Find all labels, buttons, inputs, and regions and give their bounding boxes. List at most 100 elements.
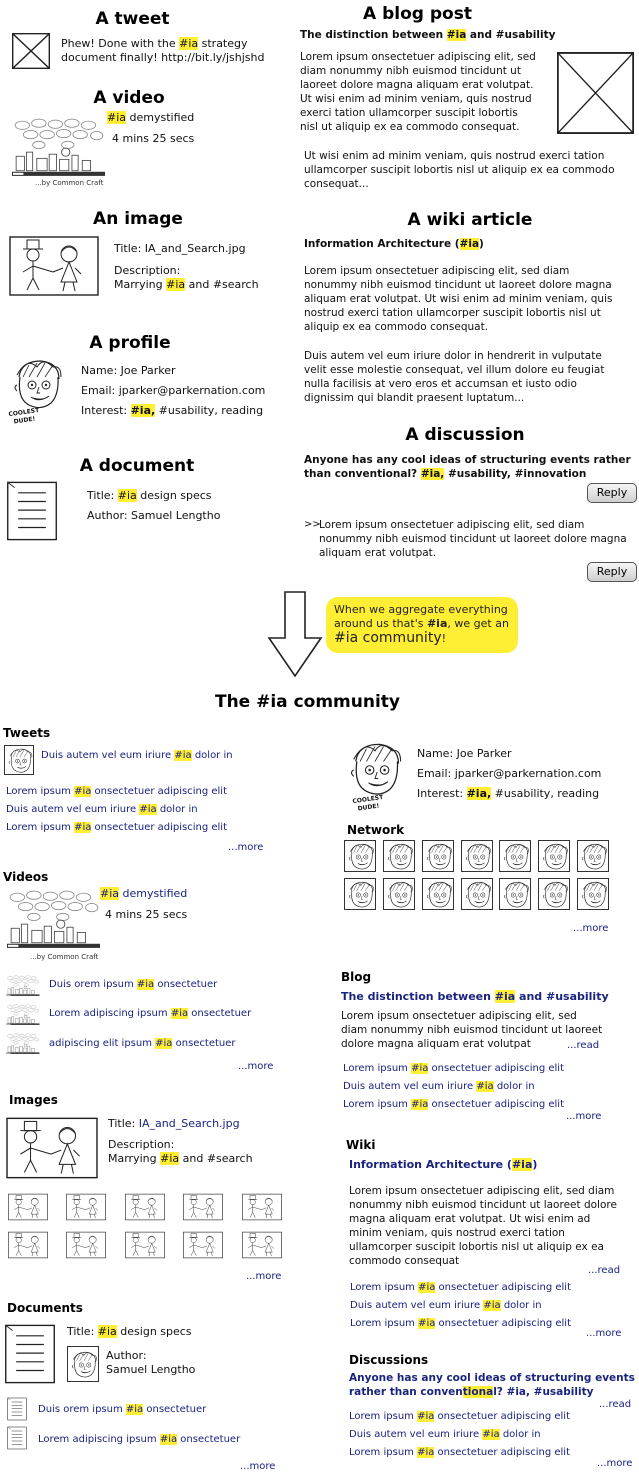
blog-more-link[interactable]: ...more (566, 1111, 602, 1122)
image-grid-thumbnail[interactable] (8, 1192, 48, 1222)
community-discussion-item[interactable]: Duis autem vel eum iriure #ia dolor in (349, 1429, 541, 1440)
blog-paragraph-1: Lorem ipsum onsectetuer adipiscing elit,… (300, 51, 536, 133)
image-grid-thumbnail[interactable] (125, 1230, 165, 1260)
image-description: Description:Marrying #ia and #search (114, 264, 259, 291)
avatar-face-icon[interactable] (4, 355, 70, 415)
network-avatar-icon (539, 879, 570, 910)
discussion-answer: Lorem ipsum onsectetuer adipiscing elit,… (319, 519, 627, 559)
image-thumbnail-icon[interactable] (9, 236, 99, 296)
network-avatar[interactable] (461, 840, 493, 872)
community-image-title[interactable]: Title: IA_and_Search.jpg (108, 1117, 240, 1130)
network-avatar[interactable] (538, 878, 570, 910)
community-avatar-face-icon[interactable] (340, 738, 410, 802)
community-tweet-item[interactable]: Duis autem vel eum iriure #ia dolor in (6, 804, 198, 815)
document-icon[interactable] (6, 479, 58, 543)
network-avatar[interactable] (383, 840, 415, 872)
wiki-more-link[interactable]: ...more (586, 1328, 622, 1339)
discussions-read-link[interactable]: ...read (599, 1399, 632, 1410)
image-grid-thumbnail[interactable] (242, 1192, 282, 1222)
video-mini-thumbnail-icon[interactable] (5, 1004, 41, 1026)
community-wiki-item[interactable]: Duis autem vel eum iriure #ia dolor in (350, 1300, 542, 1311)
tweet-placeholder-icon (12, 33, 50, 69)
discussions-more-link[interactable]: ...more (597, 1458, 633, 1469)
network-avatar[interactable] (499, 878, 531, 910)
community-video-item[interactable]: adipiscing elit ipsum #ia onsectetuer (49, 1038, 236, 1049)
image-grid-thumbnail[interactable] (8, 1230, 48, 1260)
community-wiki-title[interactable]: Information Architecture (#ia) (349, 1158, 538, 1171)
images-more-link[interactable]: ...more (246, 1271, 282, 1282)
network-more-link[interactable]: ...more (573, 923, 609, 934)
community-image-thumbnail-icon[interactable] (6, 1115, 98, 1181)
community-video-item[interactable]: Lorem adipiscing ipsum #ia onsectetuer (49, 1008, 252, 1019)
video-title[interactable]: #ia demystified (107, 111, 195, 124)
network-avatar[interactable] (344, 878, 376, 910)
avatar-caption: COOLEST DUDE! (8, 406, 40, 426)
blog-paragraph-2: Ut wisi enim ad minim veniam, quis nostr… (304, 150, 615, 190)
image-grid-thumbnail-icon (125, 1230, 165, 1260)
reply-button-2[interactable]: Reply (587, 562, 637, 582)
community-video-title[interactable]: #ia demystified (100, 887, 188, 900)
community-tweet-first[interactable]: Duis autem vel eum iriure #ia dolor in (41, 750, 233, 761)
wiki-title[interactable]: Information Architecture (#ia) (304, 238, 484, 250)
network-avatar[interactable] (461, 878, 493, 910)
community-blog-item[interactable]: Lorem ipsum #ia onsectetuer adipiscing e… (343, 1099, 565, 1110)
community-wiki-item[interactable]: Lorem ipsum #ia onsectetuer adipiscing e… (350, 1318, 572, 1329)
network-avatar[interactable] (422, 840, 454, 872)
network-avatar[interactable] (577, 878, 609, 910)
network-avatar[interactable] (383, 878, 415, 910)
community-blog-item[interactable]: Duis autem vel eum iriure #ia dolor in (343, 1081, 535, 1092)
community-discussion-item[interactable]: Lorem ipsum #ia onsectetuer adipiscing e… (349, 1411, 571, 1422)
document-mini-icon[interactable] (7, 1397, 27, 1421)
community-avatar-caption: COOLEST DUDE! (352, 793, 384, 813)
author-avatar[interactable] (67, 1346, 99, 1382)
image-grid-thumbnail[interactable] (242, 1230, 282, 1260)
video-thumbnail-icon[interactable] (10, 117, 107, 179)
reply-button-1[interactable]: Reply (587, 483, 637, 503)
community-video-thumbnail-icon[interactable] (6, 889, 101, 951)
community-document-icon[interactable] (4, 1322, 56, 1386)
community-tweet-item[interactable]: Lorem ipsum #ia onsectetuer adipiscing e… (6, 822, 228, 833)
blog-read-link[interactable]: ...read (567, 1040, 600, 1051)
video-mini-thumbnail-icon[interactable] (5, 1033, 41, 1055)
author-face-icon (68, 1347, 99, 1382)
community-video-item[interactable]: Duis orem ipsum #ia onsectetuer (49, 979, 218, 990)
documents-more-link[interactable]: ...more (240, 1461, 276, 1472)
tweet-avatar[interactable] (4, 745, 34, 775)
image-grid-thumbnail[interactable] (183, 1192, 223, 1222)
image-grid-thumbnail[interactable] (183, 1230, 223, 1260)
community-blog-title[interactable]: The distinction between #ia and #usabili… (341, 990, 609, 1003)
network-avatar-icon (384, 879, 415, 910)
community-document-title[interactable]: Title: #ia design specs (67, 1325, 192, 1338)
blog-title[interactable]: The distinction between #ia and #usabili… (300, 29, 556, 41)
discussion-question[interactable]: Anyone has any cool ideas of structuring… (304, 454, 631, 480)
image-grid-thumbnail[interactable] (66, 1230, 106, 1260)
network-avatar[interactable] (538, 840, 570, 872)
aggregation-callout: When we aggregate everything around us t… (326, 597, 518, 653)
community-blog-item[interactable]: Lorem ipsum #ia onsectetuer adipiscing e… (343, 1063, 565, 1074)
videos-label: Videos (3, 870, 49, 884)
videos-more-link[interactable]: ...more (238, 1061, 274, 1072)
community-tweet-item[interactable]: Lorem ipsum #ia onsectetuer adipiscing e… (6, 786, 228, 797)
video-mini-thumbnail-icon[interactable] (5, 975, 41, 997)
community-discussion-item[interactable]: Lorem ipsum #ia onsectetuer adipiscing e… (349, 1447, 571, 1458)
community-document-item[interactable]: Duis orem ipsum #ia onsectetuer (38, 1404, 207, 1415)
image-title: Title: IA_and_Search.jpg (114, 242, 246, 255)
document-mini-icon[interactable] (7, 1426, 27, 1450)
community-wiki-body: Lorem ipsum onsectetuer adipiscing elit,… (349, 1185, 617, 1267)
tweets-more-link[interactable]: ...more (228, 842, 264, 853)
community-wiki-item[interactable]: Lorem ipsum #ia onsectetuer adipiscing e… (350, 1282, 572, 1293)
down-arrow-icon (267, 591, 323, 678)
image-grid-thumbnail[interactable] (125, 1192, 165, 1222)
community-discussion-question[interactable]: Anyone has any cool ideas of structuring… (349, 1372, 635, 1398)
image-grid-thumbnail-icon (66, 1192, 106, 1222)
network-avatar[interactable] (499, 840, 531, 872)
network-avatar[interactable] (422, 878, 454, 910)
blog-heading: A blog post (363, 4, 472, 24)
image-grid-thumbnail[interactable] (66, 1192, 106, 1222)
network-avatar[interactable] (577, 840, 609, 872)
community-document-item[interactable]: Lorem adipiscing ipsum #ia onsectetuer (38, 1434, 241, 1445)
network-avatar[interactable] (344, 840, 376, 872)
wiki-read-link[interactable]: ...read (588, 1265, 621, 1276)
